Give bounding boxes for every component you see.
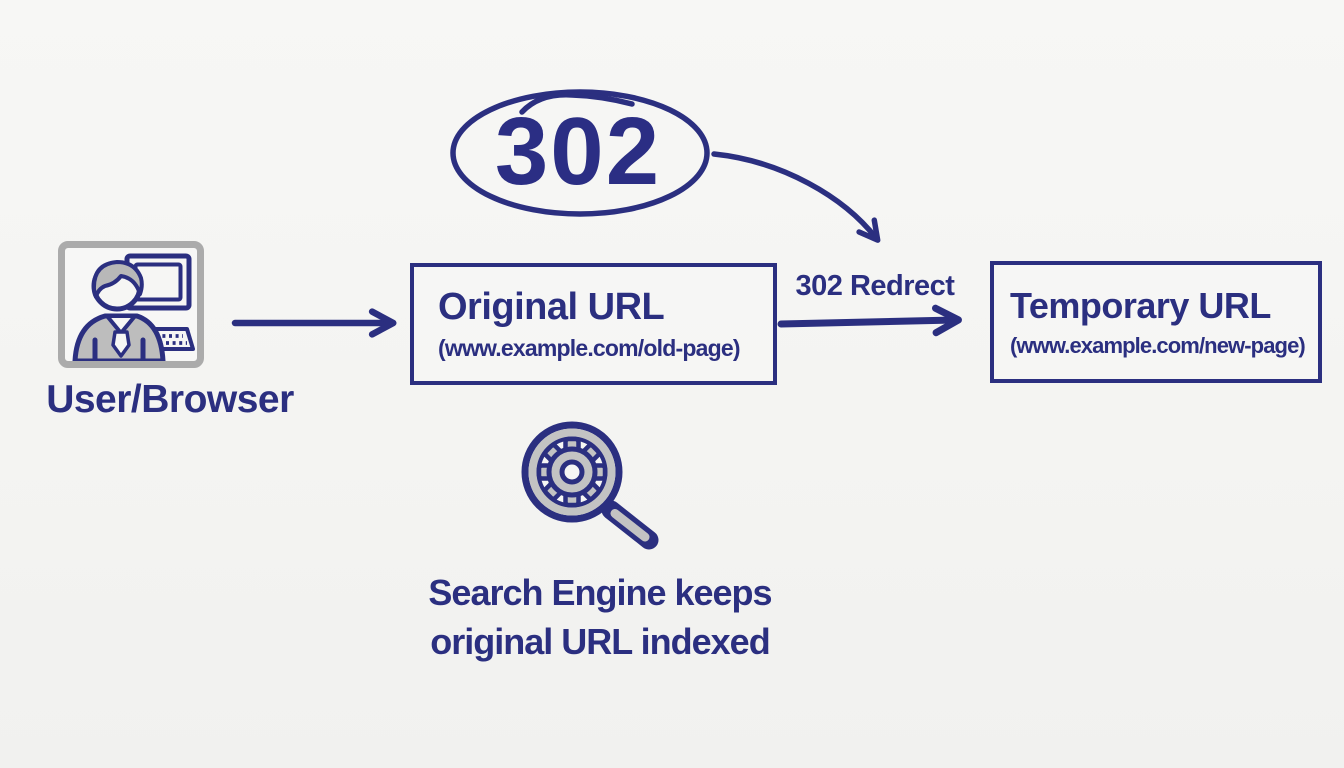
temporary-url-title: Temporary URL: [1010, 285, 1271, 326]
search-note: Search Engine keeps original URL indexed: [390, 568, 810, 666]
original-url-box: Original URL (www.example.com/old-page): [410, 263, 777, 385]
magnifier-handle: [595, 494, 659, 550]
gear: [536, 436, 608, 508]
magnifier-gear-icon: [521, 421, 659, 550]
user-browser-label: User/Browser: [46, 378, 294, 421]
search-note-line1: Search Engine keeps: [428, 572, 772, 613]
redirect-arrow-label: 302 Redrect: [795, 270, 955, 302]
search-note-line2: original URL indexed: [430, 621, 770, 662]
person: [72, 260, 166, 364]
status-code-badge: 302: [478, 98, 678, 205]
user-icon-frame: [58, 241, 204, 368]
status-code-text: 302: [494, 98, 662, 205]
curved-arrow-302-to-redirect: [711, 151, 881, 243]
user-at-computer-icon: [72, 253, 195, 364]
original-url-title: Original URL: [438, 286, 665, 328]
original-url-address: (www.example.com/old-page): [438, 335, 740, 361]
temporary-url-box: Temporary URL (www.example.com/new-page): [990, 261, 1322, 383]
arrow-302-redirect: [777, 304, 962, 337]
temporary-url-address: (www.example.com/new-page): [1010, 333, 1306, 358]
